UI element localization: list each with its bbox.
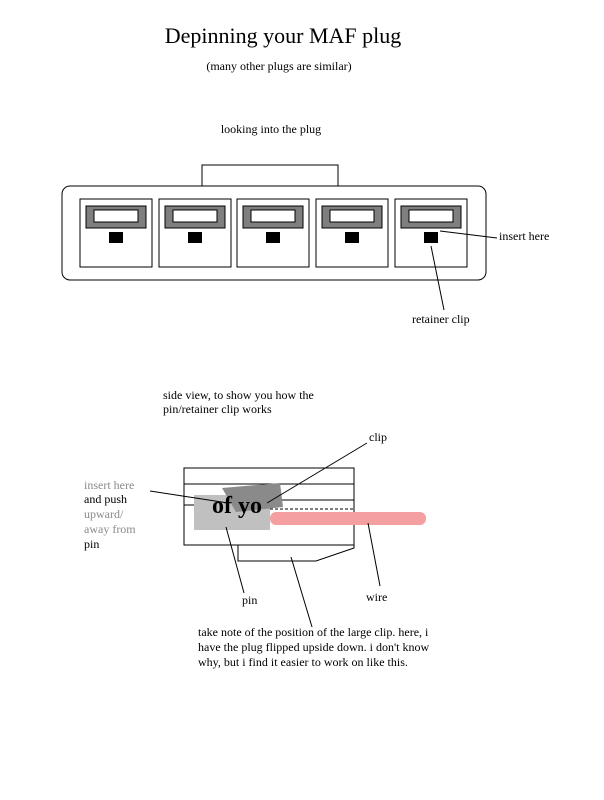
note-line1: take note of the position of the large c…: [198, 625, 429, 639]
clip-label: clip: [369, 430, 387, 444]
insert-push-note-line5: pin: [84, 537, 99, 551]
wire-leader: [367, 522, 381, 587]
plug-latch-tab: [201, 164, 339, 187]
top-view-caption: looking into the plug: [221, 122, 321, 136]
insert-push-note: insert here and push upward/ away from p…: [84, 478, 136, 551]
retainer-clip-label: retainer clip: [412, 312, 470, 326]
plug-cavities: [79, 198, 468, 268]
pin-leader: [225, 526, 245, 594]
side-view-caption-line1: side view, to show you how the: [163, 388, 314, 402]
note-line3: why, but i find it easier to work on lik…: [198, 655, 408, 669]
retainer-clip-leader: [430, 245, 445, 311]
large-clip-leader: [290, 556, 313, 628]
cavity-slot-opening-4: [329, 209, 375, 223]
retainer-clip-block-1: [109, 232, 123, 243]
insert-here-label: insert here: [499, 229, 549, 243]
retainer-clip-block-5: [424, 232, 438, 243]
retainer-clip-block-4: [345, 232, 359, 243]
insert-push-note-line3: upward/: [84, 507, 124, 521]
cavity-slot-opening-2: [172, 209, 218, 223]
cavity-slot-opening-3: [250, 209, 296, 223]
page-subtitle: (many other plugs are similar): [206, 59, 351, 73]
retainer-clip-shape: [222, 483, 283, 512]
pin-label: pin: [242, 593, 257, 607]
wire-shape: [270, 512, 426, 525]
insert-push-note-line4: away from: [84, 522, 136, 536]
wire-label: wire: [366, 590, 387, 604]
note-line2: have the plug flipped upside down. i don…: [198, 640, 429, 654]
retainer-clip-block-2: [188, 232, 202, 243]
insert-push-note-line2: and push: [84, 492, 127, 506]
large-clip-outline: [237, 544, 355, 562]
side-view-caption-line2: pin/retainer clip works: [163, 402, 272, 416]
insert-here-leader: [439, 230, 498, 239]
clip-leader: [266, 442, 368, 504]
cavity-slot-opening-1: [93, 209, 139, 223]
retainer-clip-block-3: [266, 232, 280, 243]
page-title: Depinning your MAF plug: [165, 23, 402, 48]
cavity-slot-opening-5: [408, 209, 454, 223]
insert-push-note-line1: insert here: [84, 478, 134, 492]
watermark-text: of yo: [212, 493, 262, 519]
insert-push-leader: [149, 490, 229, 504]
